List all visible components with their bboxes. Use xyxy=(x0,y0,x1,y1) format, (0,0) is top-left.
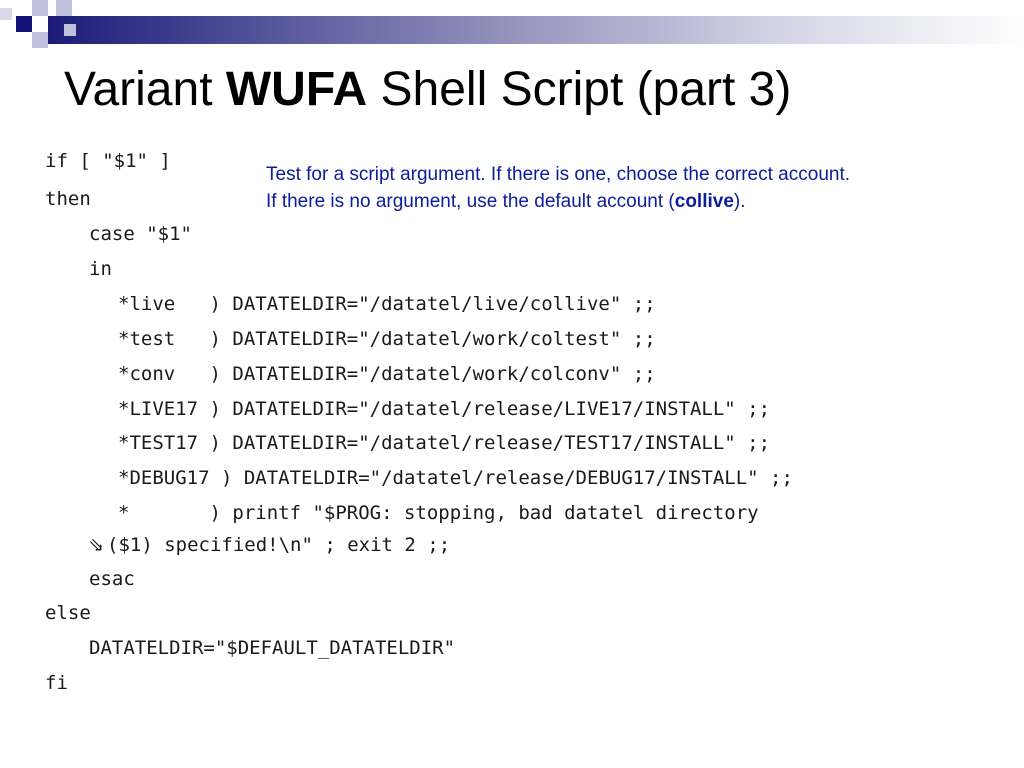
note-line-2-prefix: If there is no argument, use the default… xyxy=(266,191,675,212)
code-line-continuation: ⇘($1) specified!\n" ; exit 2 ;; xyxy=(85,531,450,559)
title-prefix: Variant xyxy=(64,63,226,116)
title-suffix: Shell Script (part 3) xyxy=(367,63,792,116)
note-line-2-suffix: ). xyxy=(733,191,746,212)
annotation-note: Test for a script argument. If there is … xyxy=(266,161,1006,215)
header-square-decoration xyxy=(56,0,72,16)
header-square-decoration xyxy=(0,8,12,20)
code-line: esac xyxy=(89,568,135,590)
code-line-continuation-text: ($1) specified!\n" ; exit 2 ;; xyxy=(107,534,451,556)
header-square-decoration xyxy=(32,32,48,48)
note-line-2: If there is no argument, use the default… xyxy=(266,188,1006,215)
note-line-1: Test for a script argument. If there is … xyxy=(266,164,851,185)
code-line: *test ) DATATELDIR="/datatel/work/coltes… xyxy=(118,328,656,350)
slide-title: Variant WUFA Shell Script (part 3) xyxy=(64,62,791,117)
header-square-decoration xyxy=(32,0,48,16)
note-account-name: collive xyxy=(674,191,734,212)
code-line: case "$1" xyxy=(89,223,192,245)
line-continuation-arrow-icon: ⇘ xyxy=(88,534,104,556)
code-line: else xyxy=(45,602,91,624)
header-square-decoration xyxy=(16,16,32,32)
code-line: *live ) DATATELDIR="/datatel/live/colliv… xyxy=(118,293,656,315)
code-line: *DEBUG17 ) DATATELDIR="/datatel/release/… xyxy=(118,467,793,489)
header-gradient-band xyxy=(48,16,1024,44)
code-line: *LIVE17 ) DATATELDIR="/datatel/release/L… xyxy=(118,398,771,420)
code-line: *conv ) DATATELDIR="/datatel/work/colcon… xyxy=(118,363,656,385)
code-line: * ) printf "$PROG: stopping, bad datatel… xyxy=(118,502,759,524)
code-line: DATATELDIR="$DEFAULT_DATATELDIR" xyxy=(89,637,456,659)
title-bold-word: WUFA xyxy=(225,63,368,116)
code-line: then xyxy=(45,188,91,210)
code-line: if [ "$1" ] xyxy=(45,150,171,172)
code-line: *TEST17 ) DATATELDIR="/datatel/release/T… xyxy=(118,432,771,454)
header-square-decoration xyxy=(64,24,76,36)
code-line: in xyxy=(89,258,112,280)
code-line: fi xyxy=(45,672,68,694)
